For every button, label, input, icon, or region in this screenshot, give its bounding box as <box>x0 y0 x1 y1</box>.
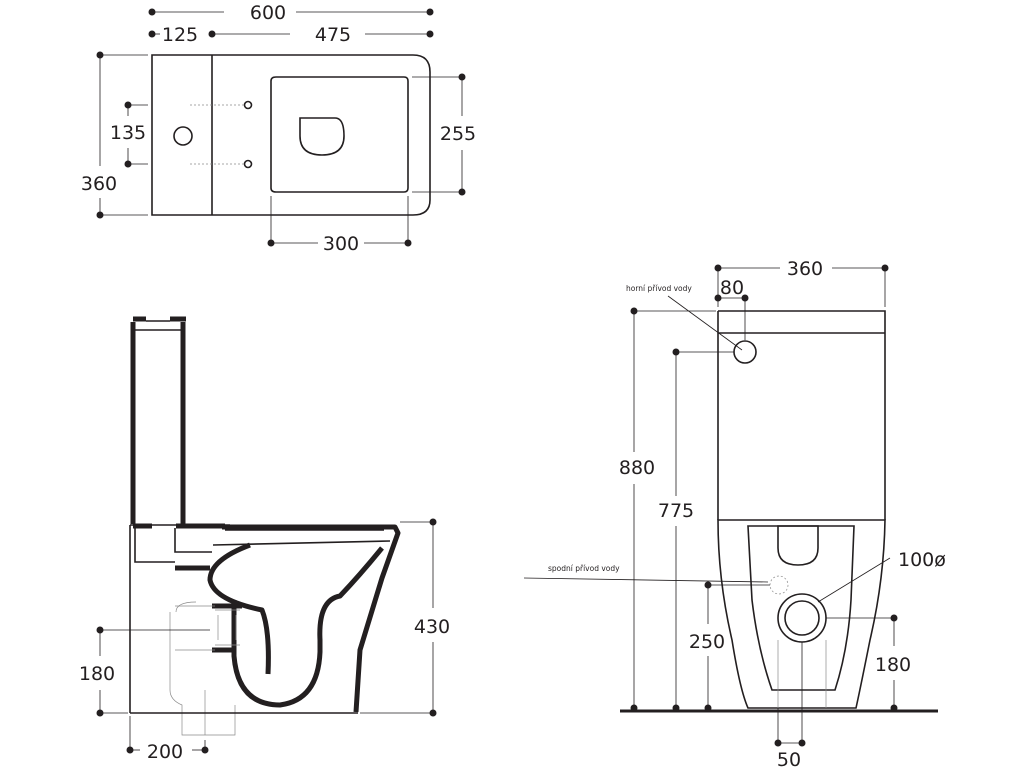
front-view: 360 80 horní přívod vody 880 775 spodní … <box>523 258 946 768</box>
dim-tank-depth: 125 <box>162 24 198 46</box>
dim-total-width: 600 <box>250 2 286 24</box>
fixing-hole-upper <box>243 100 253 110</box>
top-inlet-circle <box>733 340 757 364</box>
dim-seat-width: 255 <box>440 123 476 145</box>
side-view: 430 180 200 <box>79 316 450 763</box>
dim-bowl-length: 475 <box>315 24 351 46</box>
dim-outlet-height: 180 <box>79 663 115 685</box>
bottom-inlet-circle <box>769 575 789 595</box>
fixing-hole-lower <box>243 159 253 169</box>
tank-inlet-circle <box>173 126 193 146</box>
dim-inlet-spacing: 135 <box>110 122 146 144</box>
dim-seat-height: 430 <box>414 616 450 638</box>
cistern-profile <box>130 316 186 524</box>
dim-top-inlet-height: 775 <box>658 500 694 522</box>
dim-outlet-diameter: 100ø <box>898 549 946 571</box>
seat-outline <box>270 76 409 193</box>
bowl-opening <box>299 117 345 156</box>
label-bottom-inlet: spodní přívod vody <box>548 564 620 573</box>
top-view-outline <box>151 54 431 216</box>
dim-top-inlet-offset: 80 <box>720 277 744 299</box>
label-top-inlet: horní přívod vody <box>626 284 692 293</box>
cistern-front <box>717 310 886 520</box>
dim-front-outlet-height: 180 <box>875 654 911 676</box>
top-view: 600 125 475 135 360 255 <box>81 2 476 255</box>
dim-outlet-shift: 50 <box>777 749 801 768</box>
dim-seat-length: 300 <box>323 233 359 255</box>
dim-front-width: 360 <box>787 258 823 280</box>
trapway-profile <box>207 542 384 708</box>
dim-total-height: 880 <box>619 457 655 479</box>
bowl-front <box>717 519 886 709</box>
bowl-profile <box>222 524 401 713</box>
dim-outlet-offset: 200 <box>147 741 183 763</box>
dim-total-depth: 360 <box>81 173 117 195</box>
dim-bottom-inlet-height: 250 <box>689 631 725 653</box>
